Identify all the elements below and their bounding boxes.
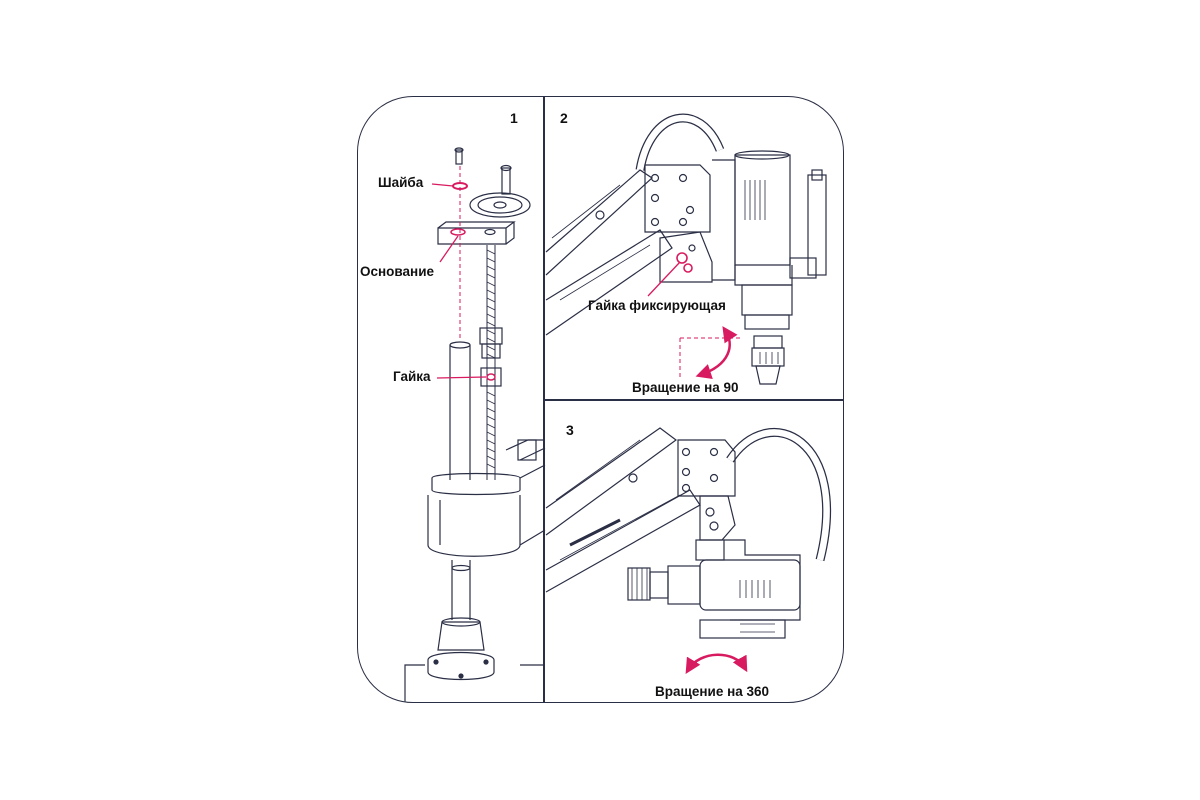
panel-2-drawing (545, 113, 827, 385)
rotation-360-arrow (685, 653, 748, 675)
panel-3-drawing (545, 427, 831, 639)
panel-divider-horizontal (544, 399, 843, 401)
panel-divider-vertical (543, 97, 545, 702)
panel-3-number: 3 (566, 422, 574, 438)
label-lock-nut: Гайка фиксирующая (588, 298, 726, 313)
lock-nut-leader (647, 261, 681, 297)
panel-1-drawing (404, 147, 546, 702)
rotation-90-arrow (695, 326, 738, 379)
base-leader (439, 235, 459, 263)
label-rotation-360: Вращение на 360 (655, 684, 770, 699)
label-rotation-90: Вращение на 90 (632, 380, 739, 395)
washer-leader (431, 183, 454, 187)
panel-2-number: 2 (560, 110, 568, 126)
label-washer: Шайба (378, 175, 424, 190)
nut-leader (436, 376, 487, 379)
panel-1-number: 1 (510, 110, 518, 126)
label-nut: Гайка (393, 369, 431, 384)
label-base: Основание (360, 264, 434, 279)
